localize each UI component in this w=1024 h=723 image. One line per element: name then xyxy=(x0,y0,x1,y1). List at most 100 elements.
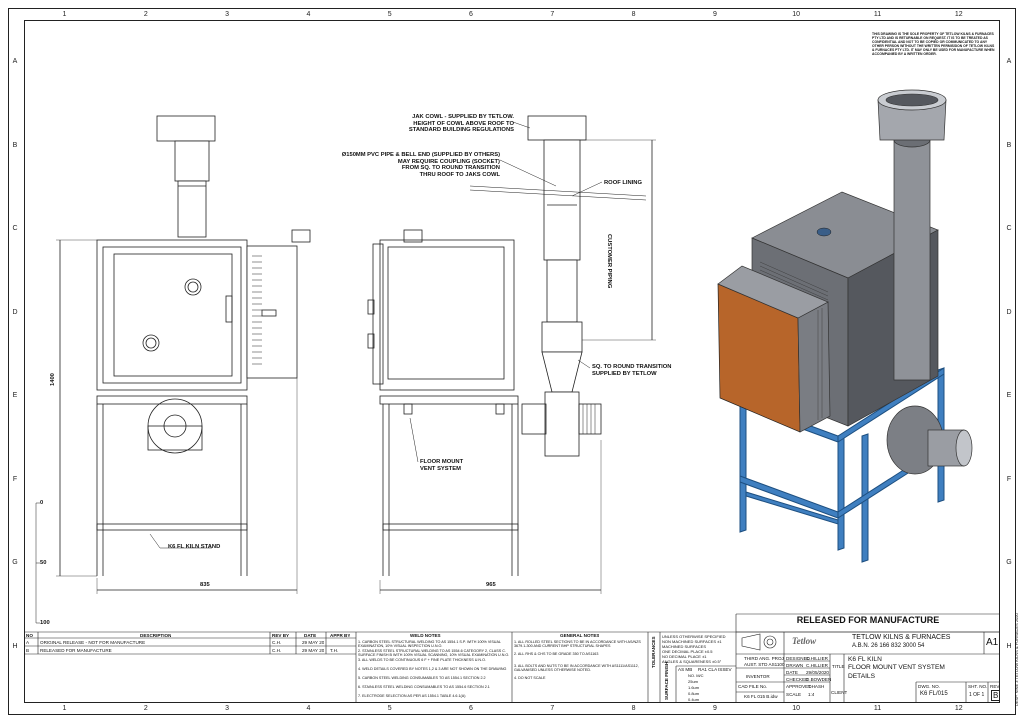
zone-number-8: 8 xyxy=(631,705,636,712)
sheet-no: 1 OF 1 xyxy=(969,692,985,698)
standard: AUST. STD AS1100 xyxy=(744,662,785,667)
zone-letter-B: B xyxy=(1006,141,1012,149)
scale-label: SCALE xyxy=(786,692,802,697)
rev-row-cell: T.H. xyxy=(330,648,339,653)
finish-row: 25um xyxy=(688,679,699,684)
rev-row-cell: C.H. xyxy=(272,640,282,645)
zone-number-12: 12 xyxy=(954,705,963,712)
sheet-no-label: SHT. NO. xyxy=(968,684,988,689)
zone-number-5: 5 xyxy=(387,11,392,18)
company-abn: A.B.N. 26 166 832 3000 54 xyxy=(852,643,925,649)
zone-number-1: 1 xyxy=(62,705,67,712)
cad-software: INVENTOR xyxy=(746,674,770,679)
tolerance-line: UNLESS OTHERWISE SPECIFIED xyxy=(662,634,726,639)
rev-row-cell: RELEASED FOR MANUFACTURE xyxy=(40,648,112,653)
finish-row: 1.6um xyxy=(688,685,700,690)
rev-row-cell: 29 MAY 20 xyxy=(302,648,325,653)
zone-letter-C: C xyxy=(12,225,18,232)
zone-number-9: 9 xyxy=(712,705,717,712)
zone-number-8: 8 xyxy=(631,11,636,18)
sheet-size: A1 xyxy=(986,637,999,648)
jak-cowl-note: JAK COWL - SUPPLIED BY TETLOW. HEIGHT OF… xyxy=(408,114,514,134)
zone-number-6: 6 xyxy=(469,705,473,712)
note-item: 3. ALL WELDS TO BE CONTINUOUS 6 F + FINE… xyxy=(358,658,486,662)
note-item: 2. STAINLESS STEEL STRUCTURAL WELDING TO… xyxy=(358,649,510,658)
scale-bar xyxy=(35,502,40,624)
zone-number-4: 4 xyxy=(306,705,311,712)
tolerance-line: ANGLES & SQUARENESS ±0.5° xyxy=(662,659,722,664)
rev-row-cell: C.H. xyxy=(272,648,282,653)
side-view xyxy=(367,115,656,594)
rev-value: B xyxy=(991,690,1001,701)
zone-letter-E: E xyxy=(1006,392,1012,399)
dwg-no: K6 FL/015 xyxy=(920,691,948,697)
front-width-dimension: 835 xyxy=(200,582,210,588)
height-dimension: 1400 xyxy=(50,373,56,386)
zone-number-2: 2 xyxy=(143,11,148,18)
note-item: 5. CARBON STEEL WELDING CONSUMABLES TO A… xyxy=(358,676,486,680)
note-item: 2. ALL RHS & CHS TO BE GRADE 350 TO AS11… xyxy=(514,652,599,656)
title-label: TITLE xyxy=(832,664,845,669)
approved-label: APPROVED xyxy=(786,684,812,689)
pvc-pipe-note: Ø150mm PVC PIPE & BELL END (SUPPLIED BY … xyxy=(341,152,500,178)
finish-row: 0.8um xyxy=(688,691,700,696)
zone-letter-H: H xyxy=(1006,642,1012,650)
customer-piping-note: CUSTOMER PIPING xyxy=(606,234,612,289)
rev-row-cell: 29 MAY 20 xyxy=(302,640,325,645)
rev-header-date: DATE xyxy=(304,633,317,638)
zone-letter-B: B xyxy=(12,141,18,149)
rev-label: REV xyxy=(990,684,1000,689)
zone-letter-D: D xyxy=(1006,308,1012,316)
designed-by: C.HILLIER xyxy=(806,656,828,661)
client-label: CLIENT xyxy=(831,690,848,695)
scale-value: 1:4 xyxy=(808,692,815,697)
side-stamp: DESP. NINE 3 TETLOW KILNS & FURNACES 202… xyxy=(1014,613,1019,706)
zone-number-10: 10 xyxy=(792,705,801,712)
rev-header-description: DESCRIPTION xyxy=(140,633,172,638)
zone-number-9: 9 xyxy=(712,11,717,18)
zone-number-7: 7 xyxy=(550,705,555,712)
isometric-view xyxy=(717,89,973,563)
rev-header-rev-by: REV BY xyxy=(272,633,290,638)
scale-label-50: 50 xyxy=(40,560,47,566)
zone-number-3: 3 xyxy=(225,11,230,18)
kiln-stand-label: K6 FL KILN STAND xyxy=(168,544,221,550)
zone-number-1: 1 xyxy=(62,11,67,18)
zone-letter-A: A xyxy=(12,58,18,65)
cad-file: K6 FL 015 B.idw xyxy=(744,694,778,699)
finish-header-1: AS MB xyxy=(678,667,693,672)
front-view xyxy=(56,115,311,594)
zone-letter-A: A xyxy=(1006,58,1012,65)
finish-header-2: RA1 CLA xyxy=(698,667,718,672)
zone-letter-G: G xyxy=(1006,559,1012,566)
company-logo: Tetlow xyxy=(792,636,817,646)
checked-by: D.BOWDEN xyxy=(806,677,832,682)
finish-header-3: ISSEV xyxy=(718,667,732,672)
note-item: 4. DO NOT SCALE xyxy=(514,676,546,680)
zone-number-2: 2 xyxy=(143,705,148,712)
projection-symbol xyxy=(741,633,777,651)
rev-header-no: NO xyxy=(26,633,33,638)
zone-number-5: 5 xyxy=(387,705,392,712)
checked-label: CHECKED xyxy=(786,677,809,682)
zone-number-12: 12 xyxy=(954,11,963,18)
drawn-by: C.HILLIER xyxy=(806,663,828,668)
zone-letter-F: F xyxy=(1006,475,1012,483)
zone-number-6: 6 xyxy=(469,11,473,18)
note-item: 4. WELD DETAILS COVERED BY NOTES 1,2 & 3… xyxy=(358,667,507,671)
projection: THIRD ANG. PROJ xyxy=(744,656,784,661)
disclaimer-text: THIS DRAWING IS THE SOLE PROPERTY OF TET… xyxy=(872,32,995,56)
zone-letter-E: E xyxy=(12,392,18,399)
cad-file-label: CAD FILE No. xyxy=(738,684,768,689)
zone-letter-D: D xyxy=(12,308,18,316)
note-item: 3. ALL BOLTS AND NUTS TO BE IN ACCORDANC… xyxy=(514,664,639,673)
weld-notes-title: WELD NOTES xyxy=(410,633,441,638)
note-item: 1. ALL ROLLED STEEL SECTIONS TO BE IN AC… xyxy=(514,640,641,649)
note-item: 6. STAINLESS STEEL WELDING CONSUMABLES T… xyxy=(358,685,490,689)
finish-row: NO. M/C xyxy=(688,673,704,678)
zone-letter-H: H xyxy=(12,642,18,650)
zone-letter-G: G xyxy=(12,559,18,566)
released-banner: RELEASED FOR MANUFACTURE xyxy=(796,615,940,625)
company-name: TETLOW KILNS & FURNACES xyxy=(852,634,951,641)
